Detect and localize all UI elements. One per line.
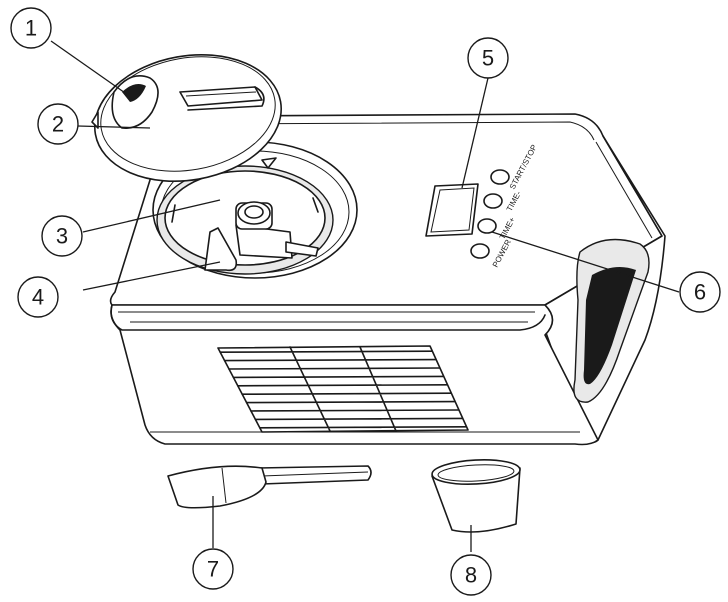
svg-text:1: 1 bbox=[25, 16, 37, 41]
lid-window bbox=[179, 86, 263, 107]
callout-7: 7 bbox=[192, 548, 234, 590]
vent-grille bbox=[217, 345, 469, 433]
svg-text:6: 6 bbox=[694, 280, 706, 305]
measuring-cup bbox=[431, 458, 521, 533]
callout-4: 4 bbox=[17, 276, 59, 318]
callout-2: 2 bbox=[37, 103, 79, 145]
svg-text:7: 7 bbox=[207, 557, 219, 582]
start-stop-button[interactable] bbox=[490, 169, 510, 185]
time-plus-button[interactable] bbox=[477, 218, 497, 234]
callout-5: 5 bbox=[467, 37, 509, 79]
lid-slide-cover bbox=[111, 75, 159, 129]
svg-text:3: 3 bbox=[56, 224, 68, 249]
svg-text:8: 8 bbox=[465, 563, 477, 588]
callout-8: 8 bbox=[450, 554, 492, 596]
leader-lines bbox=[50, 40, 680, 552]
lid bbox=[91, 53, 282, 183]
callout-1: 1 bbox=[10, 7, 52, 49]
callout-3: 3 bbox=[41, 215, 83, 257]
svg-text:2: 2 bbox=[52, 112, 64, 137]
callout-6: 6 bbox=[679, 271, 721, 313]
time-minus-button[interactable] bbox=[483, 193, 503, 209]
power-button[interactable] bbox=[470, 243, 490, 259]
paddle bbox=[204, 227, 238, 272]
svg-text:5: 5 bbox=[482, 46, 494, 71]
svg-text:4: 4 bbox=[32, 285, 44, 310]
spatula bbox=[167, 465, 372, 509]
lcd-display bbox=[425, 183, 479, 237]
